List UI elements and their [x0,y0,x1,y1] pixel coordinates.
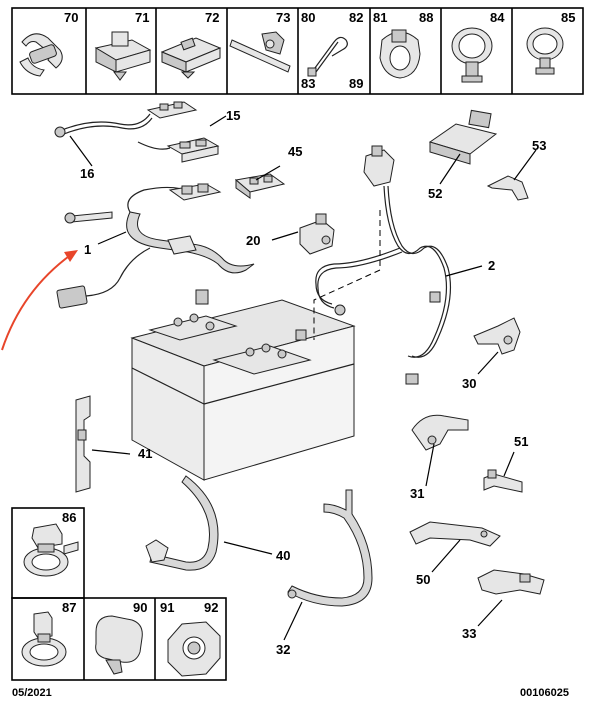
label-1: 1 [84,242,91,257]
label-80: 80 [301,10,315,25]
hose-clamp-icon [526,27,564,75]
label-71: 71 [135,10,149,25]
label-82: 82 [349,10,363,25]
label-90: 90 [133,600,147,615]
label-89: 89 [349,76,363,91]
bracket-33 [477,569,545,595]
label-31: 31 [410,486,424,501]
label-50: 50 [416,572,430,587]
label-85: 85 [561,10,575,25]
label-30: 30 [462,376,476,391]
red-arrow [1,250,78,351]
label-81: 81 [373,10,387,25]
clip-icon [19,33,63,77]
label-83: 83 [301,76,315,91]
hose-clamp-icon [21,611,67,667]
battery-icon [130,289,356,481]
bracket-53 [486,175,529,201]
clip-icon [229,31,291,73]
bracket-52 [428,109,498,165]
bracket-30 [473,317,521,355]
clip-icon [160,37,222,79]
top-parts-row: 70 71 72 73 80 82 83 89 81 88 84 85 [11,7,584,95]
clip-icon [95,615,143,675]
battery-cable-1 [56,183,255,309]
bracket-41 [75,395,91,493]
label-45: 45 [288,144,302,159]
label-73: 73 [276,10,290,25]
label-41: 41 [138,446,152,461]
battery-cable-2 [315,145,452,385]
footer-date: 05/2021 [12,687,52,699]
label-91: 91 [160,600,174,615]
label-70: 70 [64,10,78,25]
battery-cable-15 [137,137,220,163]
terminal-cover-45 [234,173,286,199]
leader-lines [69,115,537,641]
battery-cable-16 [54,101,198,138]
cable-tie-icon [307,36,348,77]
label-88: 88 [419,10,433,25]
label-40: 40 [276,548,290,563]
label-87: 87 [62,600,76,615]
bottom-parts-box: 86 87 90 91 92 [11,507,227,681]
hose-clamp-icon [23,523,79,577]
guide-line [313,210,381,340]
label-86: 86 [62,510,76,525]
clip-icon [94,31,152,81]
label-33: 33 [462,626,476,641]
label-20: 20 [246,233,260,248]
fuse-connector-20 [299,213,335,255]
bracket-51 [483,469,523,493]
hose-clamp-icon [379,29,421,79]
label-16: 16 [80,166,94,181]
strap-32 [287,489,373,607]
label-52: 52 [428,186,442,201]
bracket-50 [409,521,501,547]
footer-ref: 00106025 [520,687,569,699]
hose-clamp-icon [451,27,493,83]
bracket-31 [411,414,469,451]
label-53: 53 [532,138,546,153]
label-51: 51 [514,434,528,449]
label-84: 84 [490,10,505,25]
label-15: 15 [226,108,240,123]
label-72: 72 [205,10,219,25]
label-32: 32 [276,642,290,657]
nut-icon [167,621,221,677]
label-92: 92 [204,600,218,615]
label-2: 2 [488,258,495,273]
strap-40 [145,475,219,571]
